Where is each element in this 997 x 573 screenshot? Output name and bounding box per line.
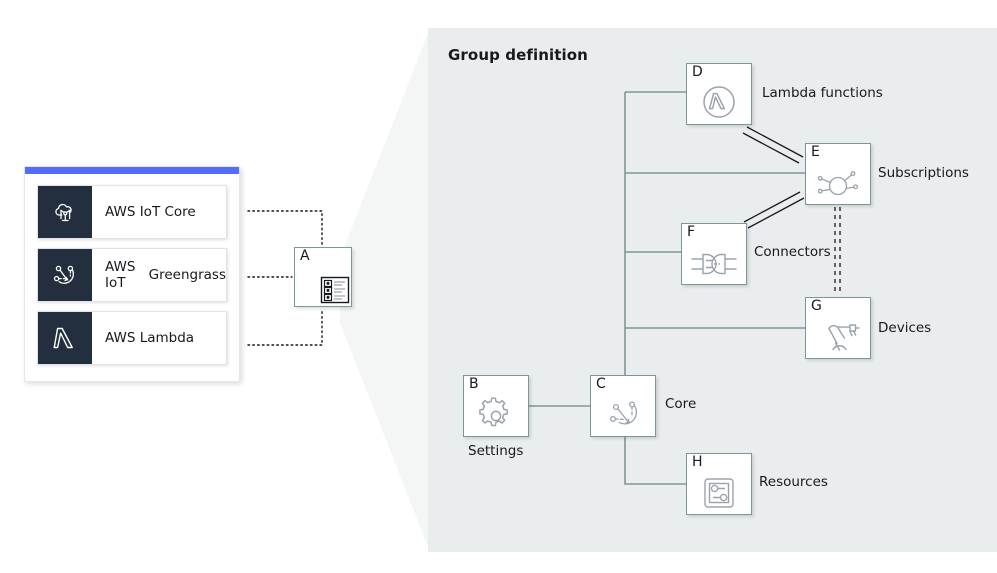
group-definition-title: Group definition	[448, 46, 588, 64]
node-a-group-definition[interactable]: A	[294, 247, 352, 307]
node-d-lambda-functions[interactable]: D	[686, 63, 752, 125]
node-e-subscriptions[interactable]: E	[805, 143, 871, 205]
service-item-aws-lambda[interactable]: AWS Lambda	[37, 311, 227, 365]
iot-cloud-icon	[38, 186, 92, 238]
gear-icon	[464, 376, 528, 446]
node-e-caption: Subscriptions	[878, 165, 969, 181]
node-d-caption: Lambda functions	[762, 85, 883, 101]
node-letter: D	[692, 64, 703, 80]
node-letter: G	[811, 298, 822, 314]
node-f-connectors[interactable]: F	[681, 223, 747, 285]
node-c-caption: Core	[665, 396, 697, 412]
node-letter: H	[692, 454, 703, 470]
robot-arm-icon	[806, 298, 876, 369]
greengrass-icon	[38, 249, 92, 301]
aws-services-card: AWS IoT Core AWS IoT Greengrass	[24, 166, 240, 382]
resources-sliders-icon	[687, 454, 751, 523]
node-letter: B	[469, 376, 479, 392]
lambda-circle-icon	[687, 64, 751, 132]
node-letter: E	[811, 144, 820, 160]
wire-lambda-to-group	[247, 308, 323, 346]
service-label-line1: AWS IoT	[105, 258, 136, 291]
node-f-caption: Connectors	[754, 244, 831, 260]
node-h-resources[interactable]: H	[686, 453, 752, 515]
subscriptions-hub-icon	[806, 144, 870, 214]
lambda-icon	[38, 312, 92, 364]
service-item-aws-iot-core[interactable]: AWS IoT Core	[37, 185, 227, 239]
node-letter: F	[687, 224, 696, 240]
node-b-caption: Settings	[468, 443, 524, 459]
greengrass-core-icon	[591, 376, 659, 446]
node-letter: A	[300, 248, 310, 264]
service-label: AWS IoT Core	[105, 203, 196, 220]
card-accent-bar	[25, 167, 239, 174]
node-g-devices[interactable]: G	[805, 297, 871, 359]
node-letter: C	[596, 376, 606, 392]
node-c-core[interactable]: C	[590, 375, 656, 437]
expansion-funnel	[340, 28, 430, 552]
service-label: AWS IoT Greengrass	[92, 249, 226, 301]
node-g-caption: Devices	[878, 320, 932, 336]
service-label-line2: Greengrass	[148, 266, 226, 283]
service-label: AWS Lambda	[105, 329, 195, 346]
node-h-caption: Resources	[759, 474, 828, 490]
node-b-settings[interactable]: B	[463, 375, 529, 437]
connector-plug-icon	[682, 224, 746, 294]
wire-iot-core-to-group	[247, 210, 323, 246]
service-item-aws-iot-greengrass[interactable]: AWS IoT Greengrass	[37, 248, 227, 302]
group-definition-list-icon	[295, 248, 356, 312]
